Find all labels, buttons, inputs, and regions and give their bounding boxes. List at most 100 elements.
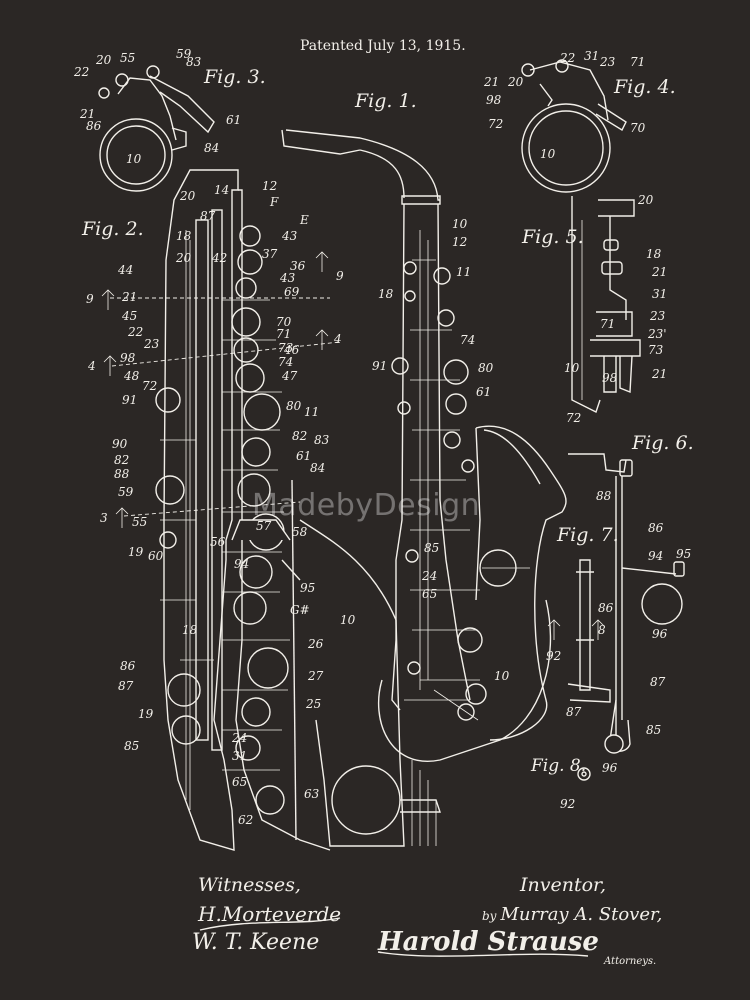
callout-number: 42 xyxy=(211,251,227,265)
fig8-label: Fig. 8. xyxy=(531,756,587,776)
callout-number: 73 xyxy=(648,343,664,357)
callout-number: 12 xyxy=(262,179,277,193)
callout-number: 73 xyxy=(278,341,294,355)
callout-number: 98 xyxy=(602,371,618,385)
witnesses-label: Witnesses, xyxy=(198,874,301,896)
callout-number: 74 xyxy=(460,333,475,347)
callout-number: 23 xyxy=(599,55,616,69)
callout-number: 88 xyxy=(596,489,612,503)
fig7-label: Fig. 7. xyxy=(557,524,619,546)
callout-number: 14 xyxy=(214,183,229,197)
callout-number: 55 xyxy=(132,515,147,529)
witness-signature-2: W. T. Keene xyxy=(192,930,320,955)
fig5-drawing xyxy=(571,196,641,413)
callout-number: 19 xyxy=(128,545,144,559)
callout-number: 27 xyxy=(307,669,324,683)
callout-number: 9 xyxy=(336,269,344,283)
callout-number: 46 xyxy=(283,343,300,357)
callout-number: 10 xyxy=(340,613,356,627)
callout-number: 72 xyxy=(488,117,503,131)
callout-number: 22 xyxy=(127,325,143,339)
callout-number: 21 xyxy=(651,367,667,381)
callout-number: 82 xyxy=(292,429,307,443)
callout-number: 88 xyxy=(114,467,130,481)
callout-number: 20 xyxy=(179,189,196,203)
section-lines xyxy=(101,251,341,528)
inventor-name-text: Murray A. Stover, xyxy=(500,904,663,925)
callout-number: 61 xyxy=(296,449,311,463)
fig4-ring-drawing xyxy=(521,59,627,193)
callout-number: 59 xyxy=(176,47,192,61)
callout-number: 95 xyxy=(300,581,315,595)
callout-number: 95 xyxy=(676,547,691,561)
callout-number: 63 xyxy=(304,787,320,801)
callout-number: 18 xyxy=(378,287,394,301)
callout-number: 87 xyxy=(566,705,582,719)
fig2-bell xyxy=(299,519,441,847)
callout-number: 71 xyxy=(600,317,615,331)
callout-number: 70 xyxy=(630,121,646,135)
witness-signature-1: H.Morteverde xyxy=(198,902,342,926)
callout-number: 83 xyxy=(314,433,330,447)
fig7-drawing xyxy=(547,559,611,703)
callout-number: 18 xyxy=(646,247,662,261)
callout-number: 62 xyxy=(238,813,253,827)
callout-number: 10 xyxy=(452,217,468,231)
callout-number: 96 xyxy=(602,761,618,775)
callout-number: 83 xyxy=(186,55,202,69)
attorneys-label: Attorneys. xyxy=(604,956,657,967)
callout-number: E xyxy=(299,213,309,227)
callout-number: 31 xyxy=(652,287,667,301)
callout-number: 23 xyxy=(143,337,160,351)
callout-number: 26 xyxy=(307,637,324,651)
callout-number: 72 xyxy=(142,379,157,393)
fig4-label: Fig. 4. xyxy=(614,76,676,98)
callout-number: 18 xyxy=(182,623,198,637)
callout-number: 58 xyxy=(292,525,308,539)
patent-date: Patented July 13, 1915. xyxy=(300,38,466,54)
callout-number: 86 xyxy=(598,601,614,615)
callout-number: 69 xyxy=(284,285,300,299)
callout-number: 11 xyxy=(456,265,471,279)
fig5-label: Fig. 5. xyxy=(522,226,584,248)
callout-number: 44 xyxy=(117,263,133,277)
callout-number: 96 xyxy=(652,627,668,641)
callout-number: 61 xyxy=(226,113,241,127)
callout-number: 59 xyxy=(118,485,134,499)
callout-number: 55 xyxy=(120,51,135,65)
callout-number: 71 xyxy=(630,55,645,69)
callout-number: 98 xyxy=(120,351,136,365)
callout-number: 22 xyxy=(73,65,89,79)
callout-number: 4 xyxy=(333,332,342,346)
fig3-ring-drawing xyxy=(98,65,215,192)
fig1-label: Fig. 1. xyxy=(355,90,417,112)
callout-number: 11 xyxy=(304,405,319,419)
callout-number: 4 xyxy=(87,359,96,373)
callout-number: 21 xyxy=(79,107,95,121)
callout-number: 87 xyxy=(118,679,134,693)
callout-number: 43 xyxy=(281,229,298,243)
callout-number: 18 xyxy=(176,229,192,243)
callout-number: 25 xyxy=(305,697,321,711)
callout-number: 10 xyxy=(540,147,556,161)
fig6-label: Fig. 6. xyxy=(632,432,694,454)
callout-number: 31 xyxy=(232,749,247,763)
callout-number: 24 xyxy=(421,569,437,583)
attorney-signature: Harold Strause xyxy=(378,927,599,957)
fig3-label: Fig. 3. xyxy=(204,66,266,88)
callout-number: 91 xyxy=(122,393,137,407)
callout-number: 85 xyxy=(646,723,661,737)
callout-number: 23 xyxy=(649,309,666,323)
callout-number: 92 xyxy=(546,649,561,663)
signature-flourishes xyxy=(199,917,589,957)
callout-number: 65 xyxy=(232,775,247,789)
callout-number: 92 xyxy=(560,797,575,811)
callout-number: 98 xyxy=(486,93,502,107)
callout-number: 45 xyxy=(121,309,137,323)
callout-number: 80 xyxy=(286,399,302,413)
callout-number: 80 xyxy=(478,361,494,375)
callout-number: 8 xyxy=(598,623,606,637)
